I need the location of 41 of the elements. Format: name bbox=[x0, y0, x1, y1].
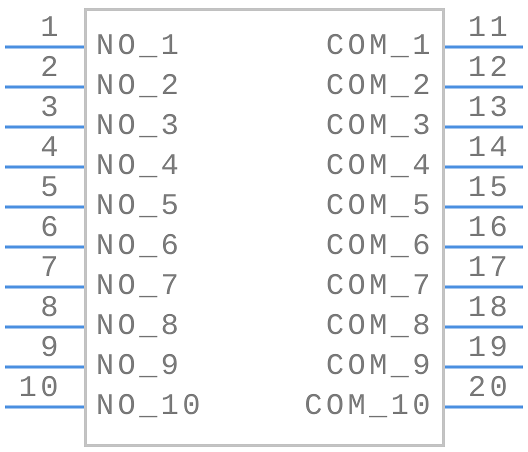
pin-name: NO_3 bbox=[96, 112, 182, 142]
pin-number: 17 bbox=[468, 254, 512, 284]
pin-number: 4 bbox=[40, 134, 62, 164]
pin-name: COM_3 bbox=[326, 112, 434, 142]
pin-number: 1 bbox=[40, 14, 62, 44]
pin-name: COM_2 bbox=[326, 72, 434, 102]
pin-name: NO_6 bbox=[96, 232, 182, 262]
pin-name: NO_10 bbox=[96, 392, 204, 422]
pin-number: 6 bbox=[40, 214, 62, 244]
pin-name: NO_7 bbox=[96, 272, 182, 302]
pin-name: COM_6 bbox=[326, 232, 434, 262]
pin-number: 19 bbox=[468, 334, 512, 364]
pin-number: 5 bbox=[40, 174, 62, 204]
pin-name: NO_8 bbox=[96, 312, 182, 342]
component-body bbox=[84, 8, 445, 447]
pin-name: COM_1 bbox=[326, 32, 434, 62]
pin-number: 3 bbox=[40, 94, 62, 124]
pin-name: COM_10 bbox=[304, 392, 434, 422]
pin-number: 14 bbox=[468, 134, 512, 164]
pin-number: 11 bbox=[468, 14, 512, 44]
pin-name: COM_4 bbox=[326, 152, 434, 182]
pin-name: COM_5 bbox=[326, 192, 434, 222]
pin-number: 8 bbox=[40, 294, 62, 324]
pin-number: 13 bbox=[468, 94, 512, 124]
pin-number: 20 bbox=[468, 374, 512, 404]
pin-number: 15 bbox=[468, 174, 512, 204]
pin-number: 7 bbox=[40, 254, 62, 284]
pin-number: 9 bbox=[40, 334, 62, 364]
pin-name: COM_9 bbox=[326, 352, 434, 382]
pin-name: COM_8 bbox=[326, 312, 434, 342]
pin-name: NO_1 bbox=[96, 32, 182, 62]
pin-number: 16 bbox=[468, 214, 512, 244]
pin-number: 2 bbox=[40, 54, 62, 84]
pin-number: 12 bbox=[468, 54, 512, 84]
pin-name: NO_5 bbox=[96, 192, 182, 222]
pin-name: NO_4 bbox=[96, 152, 182, 182]
pin-name: COM_7 bbox=[326, 272, 434, 302]
pin-number: 18 bbox=[468, 294, 512, 324]
pin-name: NO_2 bbox=[96, 72, 182, 102]
pin-number: 10 bbox=[18, 374, 62, 404]
pin-name: NO_9 bbox=[96, 352, 182, 382]
